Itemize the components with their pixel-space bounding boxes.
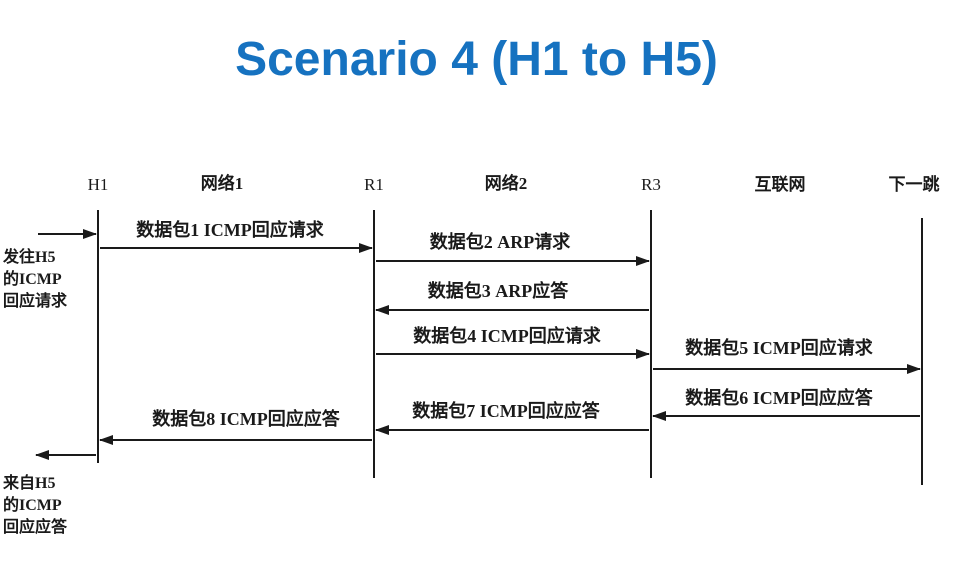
incoming-note-line-2: 的ICMP	[3, 269, 62, 288]
message-label-7: 数据包7 ICMP回应应答	[412, 400, 600, 421]
message-label-3: 数据包3 ARP应答	[428, 280, 569, 301]
network-label-net1: 网络1	[201, 173, 244, 193]
slide-title: Scenario 4 (H1 to H5)	[235, 33, 718, 86]
node-label-r1: R1	[364, 175, 384, 194]
message-label-5: 数据包5 ICMP回应请求	[685, 337, 873, 358]
incoming-note-line-1: 发往H5	[2, 247, 55, 266]
message-label-2: 数据包2 ARP请求	[430, 231, 571, 252]
node-label-h1: H1	[88, 175, 109, 194]
message-label-4: 数据包4 ICMP回应请求	[413, 325, 601, 346]
network-label-net2: 网络2	[485, 173, 528, 193]
outgoing-note-line-1: 来自H5	[2, 473, 55, 492]
message-label-8: 数据包8 ICMP回应应答	[152, 408, 340, 429]
outgoing-note-line-3: 回应应答	[3, 517, 68, 536]
network-label-internet: 互联网	[755, 175, 806, 194]
outgoing-note-line-2: 的ICMP	[3, 495, 62, 514]
incoming-note-line-3: 回应请求	[3, 291, 68, 310]
node-label-r3: R3	[641, 175, 661, 194]
message-label-6: 数据包6 ICMP回应应答	[685, 387, 873, 408]
message-label-1: 数据包1 ICMP回应请求	[136, 219, 324, 240]
node-label-next-hop: 下一跳	[889, 174, 940, 194]
